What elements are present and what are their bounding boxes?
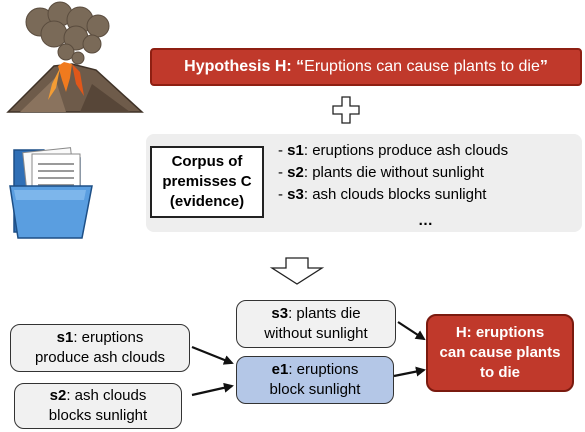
premise-item: - s1: eruptions produce ash clouds (278, 142, 509, 159)
premise-ellipsis: … (418, 212, 433, 229)
corpus-label-line2: premisses C (162, 173, 252, 190)
hypothesis-text: Eruptions can cause plants to die (304, 58, 540, 75)
hypothesis-suffix: ” (539, 58, 548, 75)
corpus-label: Corpus of premisses C (evidence) (150, 146, 264, 218)
node-s3: s3: plants die without sunlight (236, 300, 396, 348)
premise-list: - s1: eruptions produce ash clouds - s2:… (278, 140, 508, 206)
node-s1: s1: eruptions produce ash clouds (10, 324, 190, 372)
premise-item: - s2: plants die without sunlight (278, 164, 484, 181)
corpus-label-line3: (evidence) (169, 193, 245, 210)
premise-item: - s3: ash clouds blocks sunlight (278, 186, 487, 203)
corpus-label-line1: Corpus of (171, 153, 243, 170)
node-hypothesis: H: eruptions can cause plants to die (426, 314, 574, 392)
node-s2: s2: ash clouds blocks sunlight (14, 383, 182, 429)
node-e1: e1: eruptions block sunlight (236, 356, 394, 404)
hypothesis-prefix: Hypothesis H: “ (184, 58, 305, 75)
hypothesis-banner: Hypothesis H: “Eruptions can cause plant… (150, 48, 582, 86)
